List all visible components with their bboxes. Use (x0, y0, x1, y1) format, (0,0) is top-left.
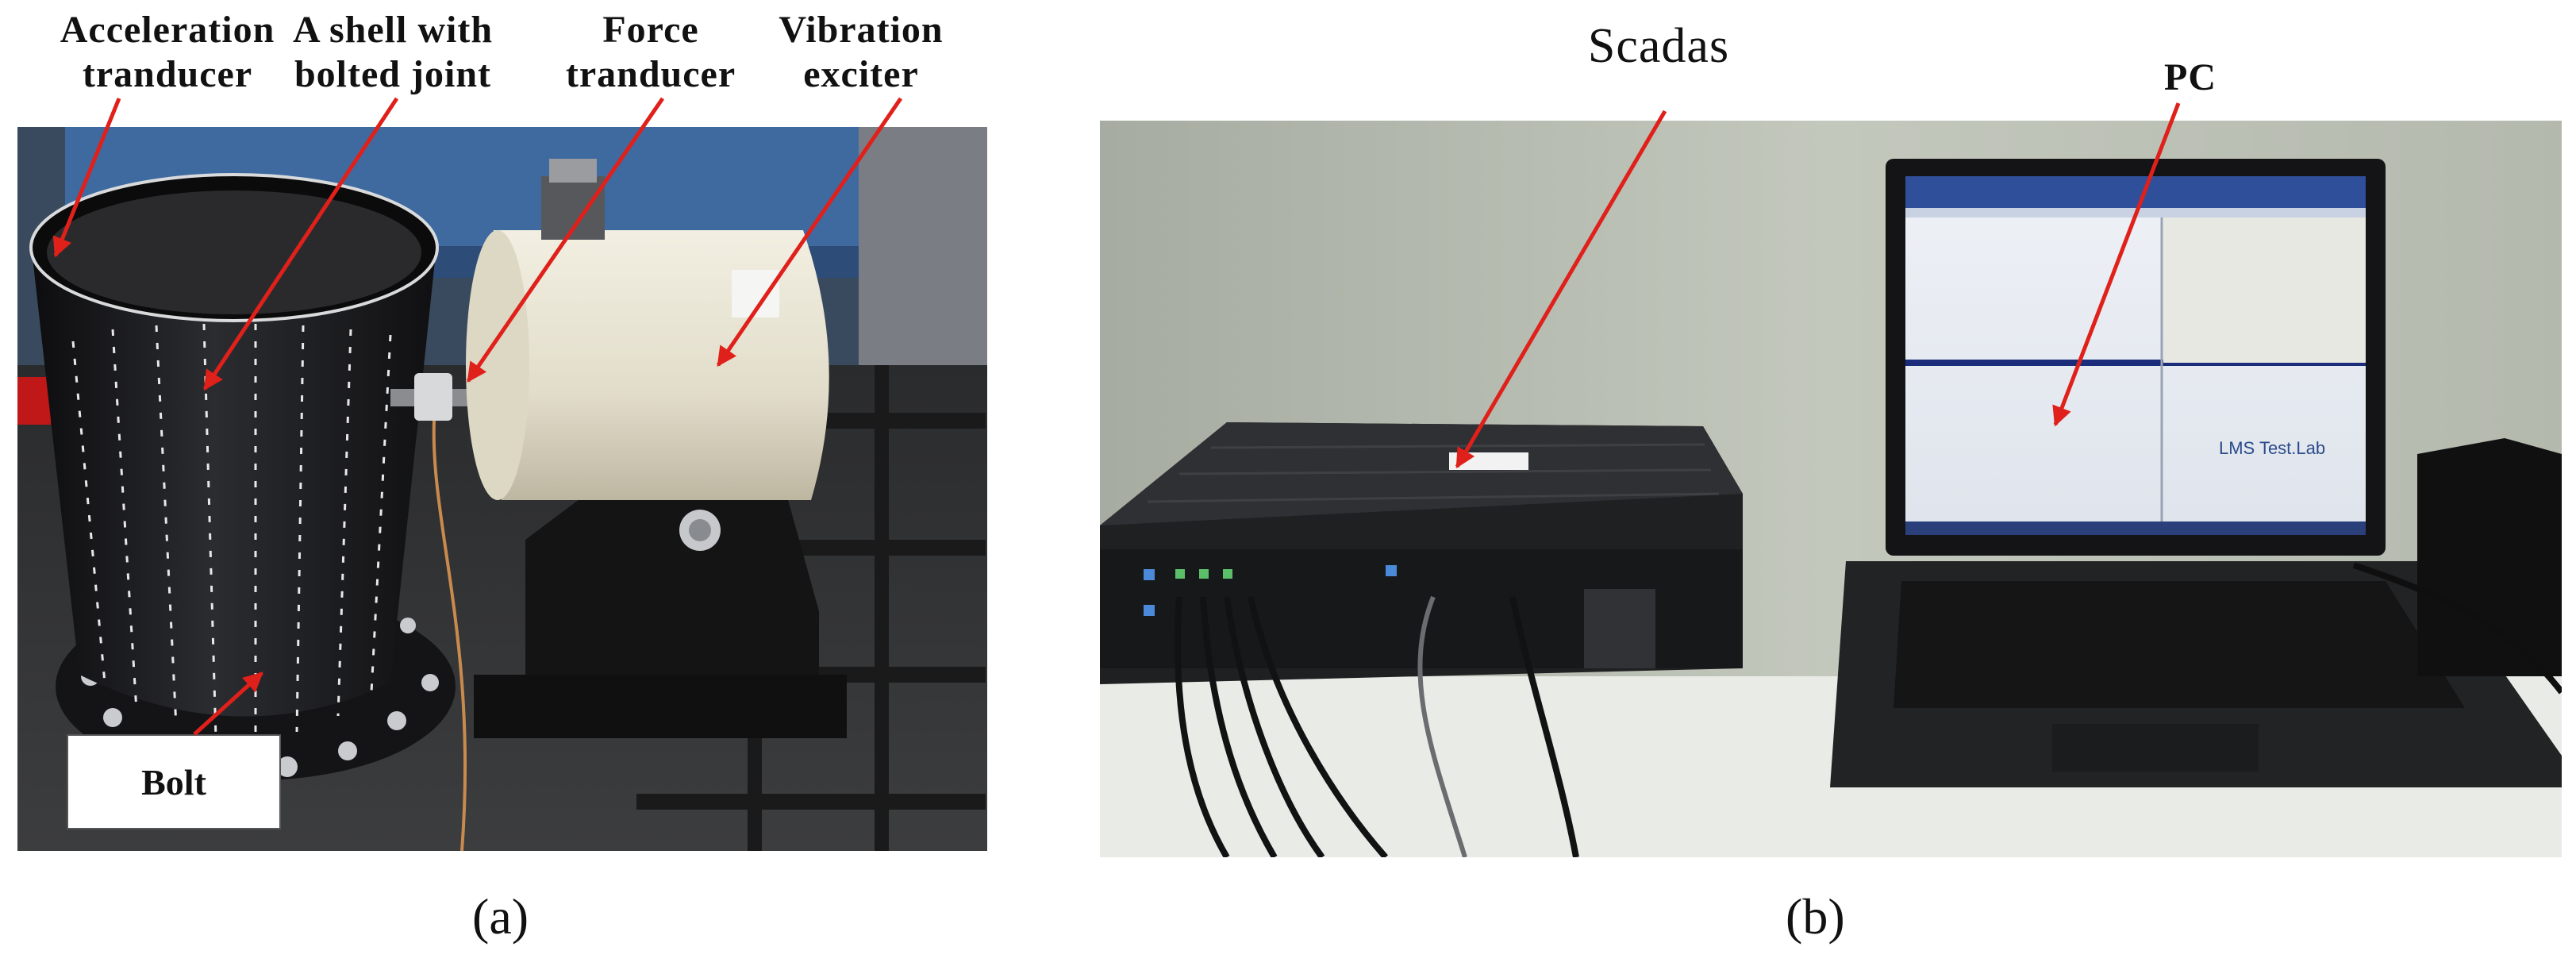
label-line: tranducer (82, 53, 253, 95)
photo-panel-b: LMS Test.Lab (1100, 121, 2562, 857)
label-pc: PC (2164, 56, 2217, 98)
label-line: Acceleration (60, 9, 275, 51)
label-force-transducer: Force tranducer (548, 8, 754, 97)
label-vibration-exciter: Vibration exciter (762, 8, 960, 97)
measurement-lines (71, 323, 392, 740)
caption-b: (b) (1786, 888, 1845, 945)
cables (1175, 596, 1579, 857)
label-line: tranducer (565, 53, 736, 95)
label-acceleration-transducer: Acceleration tranducer (37, 8, 298, 97)
label-line: Force (602, 9, 699, 51)
label-bolt: Bolt (67, 734, 281, 829)
exciter-mount (525, 468, 819, 675)
label-line: exciter (803, 53, 919, 95)
measurement-setup-photo: LMS Test.Lab (1100, 121, 2562, 857)
sensor-cable (432, 420, 467, 851)
force-transducer (414, 373, 452, 421)
label-shell-bolted-joint: A shell with bolted joint (278, 8, 508, 97)
label-line: Vibration (779, 9, 944, 51)
scadas-label-plate (1449, 452, 1528, 470)
label-line: bolted joint (294, 53, 491, 95)
label-scadas: Scadas (1587, 19, 1730, 73)
label-line: A shell with (292, 9, 494, 51)
laptop-keyboard (1894, 581, 2465, 708)
screen-brand-text: LMS Test.Lab (2219, 438, 2325, 458)
exciter-top-connector (541, 176, 605, 240)
speaker (2417, 438, 2562, 676)
caption-a: (a) (472, 888, 529, 945)
